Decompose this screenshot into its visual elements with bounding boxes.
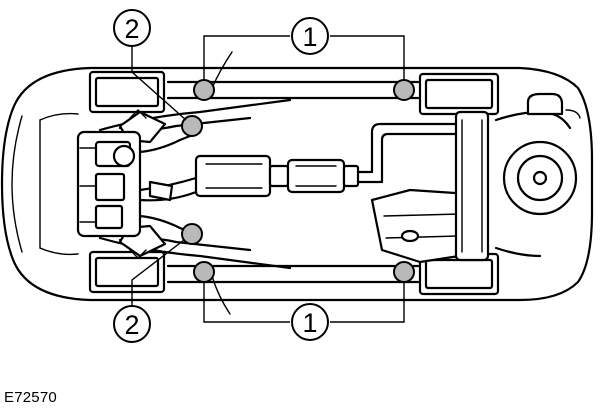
jack-pad-front-left [193,79,215,101]
callout-2-top: 2 [113,9,151,47]
jack-pad-rear-right [393,261,415,283]
svg-text:1: 1 [302,308,317,338]
svg-text:2: 2 [124,310,139,340]
wheels [88,70,500,296]
svg-text:1: 1 [302,22,317,52]
jack-pad-front-right [193,261,215,283]
front-right-wheel [88,250,166,294]
jack-pad-rear-left [393,79,415,101]
jack-pad-subframe-right [181,223,203,245]
callout-2-bottom: 2 [113,305,151,343]
rear-axle [454,110,572,262]
spare-wheel [502,92,581,216]
callout-leaders [131,35,405,323]
callout-1-bottom: 1 [291,303,329,341]
callout-1-top: 1 [291,17,329,55]
front-left-wheel [88,70,166,114]
jack-pad-subframe-left [181,115,203,137]
engine-subframe [76,98,292,270]
jack-pads [181,79,415,283]
fuel-tank [370,188,474,264]
svg-text:2: 2 [124,14,139,44]
figure-id-label: E72570 [4,389,57,406]
